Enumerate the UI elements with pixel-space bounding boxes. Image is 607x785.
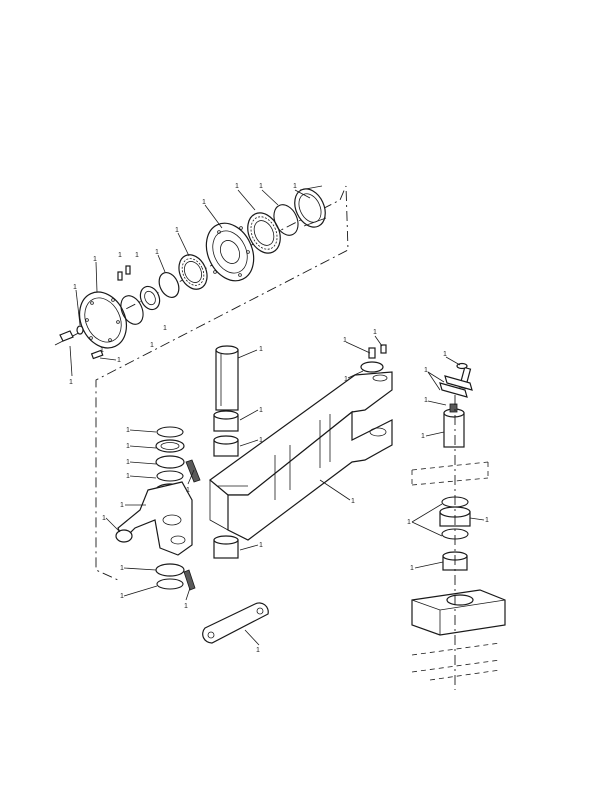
callout-label: 1: [186, 487, 190, 494]
oil-seal: [294, 185, 327, 228]
callout-label: 1: [407, 519, 411, 526]
callout-label: 1: [410, 565, 414, 572]
kingpin: [215, 345, 239, 411]
kingpin-bushing-bottom: [213, 535, 239, 559]
wheel-hub: [205, 222, 255, 282]
callout-label: 1: [150, 342, 154, 349]
pivot-pin: [443, 403, 465, 448]
o-ring: [120, 295, 144, 325]
callout-label: 1: [73, 284, 77, 291]
outer-bearing: [178, 254, 208, 290]
callout-label: 1: [351, 498, 355, 505]
callout-label: 1: [135, 252, 139, 259]
callout-label: 1: [424, 367, 428, 374]
callout-label: 1: [93, 256, 97, 263]
callout-label: 1: [117, 357, 121, 364]
cap-screw-lower: [90, 349, 104, 360]
callout-label: 1: [259, 183, 263, 190]
callout-label: 1: [424, 397, 428, 404]
callout-label: 1: [443, 351, 447, 358]
callout-label: 1: [184, 603, 188, 610]
callout-label: 1: [175, 227, 179, 234]
callout-label: 1: [293, 183, 297, 190]
callout-label: 1: [102, 515, 106, 522]
callout-label: 1: [120, 565, 124, 572]
cap-screw-left: [59, 325, 84, 342]
locking-plates: [439, 375, 473, 398]
callout-label: 1: [259, 407, 263, 414]
thrust-washer: [158, 272, 180, 298]
callout-label: 1: [373, 329, 377, 336]
hub-cap: [78, 291, 128, 349]
callout-label: 1: [343, 337, 347, 344]
callout-label: 1: [120, 502, 124, 509]
callout-label: 1: [118, 252, 122, 259]
callout-label: 1: [155, 249, 159, 256]
callout-label: 1: [126, 459, 130, 466]
kingpin-bushing-lower: [213, 435, 239, 457]
snap-ring: [273, 204, 299, 236]
callout-label: 1: [259, 346, 263, 353]
set-screws: [117, 265, 131, 281]
leader-lines: [69, 189, 485, 646]
callout-label: 1: [120, 593, 124, 600]
callout-label: 1: [69, 379, 73, 386]
mounting-block-phantom: [411, 461, 506, 681]
callout-label: 1: [100, 347, 104, 354]
callout-labels: 1 1 1 1 1 1 1 1 1 1 1 1 1 1 1 1 1 1 1 1 …: [69, 183, 489, 654]
pivot-pin-group: [411, 362, 506, 690]
pivot-cap: [360, 344, 387, 373]
kingpin-bushing-upper: [213, 410, 239, 432]
spindle-nut: [139, 285, 161, 311]
axle-beam: [209, 371, 393, 541]
inner-bearing: [247, 212, 281, 254]
callout-label: 1: [126, 473, 130, 480]
callout-label: 1: [126, 427, 130, 434]
callout-label: 1: [126, 443, 130, 450]
callout-label: 1: [202, 199, 206, 206]
callout-label: 1: [485, 517, 489, 524]
callout-label: 1: [235, 183, 239, 190]
tie-rod-link: [202, 602, 269, 644]
hub-centerline: [54, 185, 349, 581]
callout-label: 1: [421, 433, 425, 440]
callout-label: 1: [163, 325, 167, 332]
steering-knuckle-group: [115, 426, 201, 591]
callout-label: 1: [259, 542, 263, 549]
callout-label: 1: [344, 376, 348, 383]
hub-assembly-group: [54, 185, 349, 581]
callout-label: 1: [256, 647, 260, 654]
callout-label: 1: [259, 437, 263, 444]
